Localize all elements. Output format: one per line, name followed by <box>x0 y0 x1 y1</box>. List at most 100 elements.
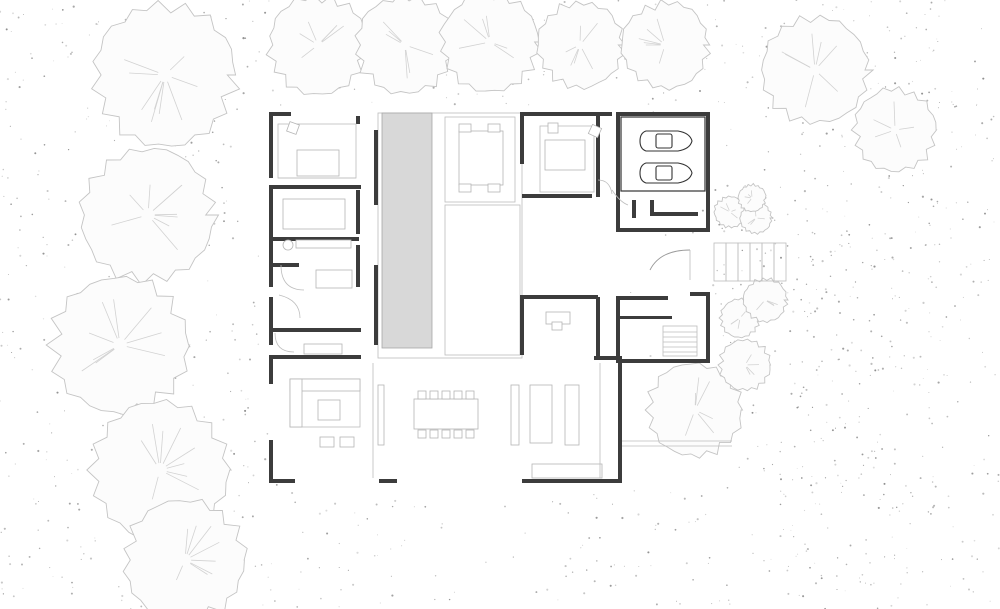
gravel-speck <box>841 393 843 395</box>
gravel-speck <box>949 228 951 230</box>
gravel-speck <box>623 565 625 567</box>
gravel-speck <box>932 49 935 52</box>
gravel-speck <box>931 422 933 425</box>
gravel-speck <box>830 348 833 351</box>
gravel-speck <box>834 294 836 296</box>
garage-wall-east <box>706 112 710 230</box>
gravel-speck <box>795 555 797 557</box>
gravel-speck <box>16 197 18 200</box>
gravel-speck <box>67 148 70 151</box>
gravel-speck <box>860 349 863 352</box>
gravel-speck <box>758 55 760 57</box>
gravel-speck <box>723 273 725 275</box>
gravel-speck <box>911 495 914 497</box>
gravel-speck <box>801 361 803 363</box>
gravel-speck <box>919 477 922 480</box>
gravel-speck <box>975 104 978 107</box>
gravel-speck <box>876 249 878 252</box>
gravel-speck <box>902 184 904 187</box>
gravel-speck <box>951 558 954 560</box>
gravel-speck <box>883 482 886 485</box>
gravel-speck <box>655 603 658 606</box>
gravel-speck <box>850 341 853 344</box>
gravel-speck <box>983 259 985 261</box>
gravel-speck <box>928 406 930 409</box>
gravel-speck <box>647 103 650 105</box>
gravel-speck <box>786 245 789 247</box>
gravel-speck <box>227 372 229 375</box>
gravel-speck <box>779 473 781 475</box>
gravel-speck <box>71 239 74 241</box>
gravel-speck <box>726 184 729 187</box>
gravel-speck <box>932 506 935 509</box>
tree-canopy <box>354 0 457 95</box>
gravel-speck <box>270 563 272 565</box>
gravel-speck <box>559 502 562 505</box>
gravel-speck <box>701 209 704 212</box>
gravel-speck <box>982 571 984 573</box>
gravel-speck <box>720 303 722 305</box>
gravel-speck <box>848 364 851 367</box>
gravel-speck <box>88 34 90 36</box>
gravel-speck <box>391 505 394 508</box>
gravel-speck <box>928 392 930 393</box>
gravel-speck <box>0 298 2 301</box>
gravel-speck <box>811 406 814 409</box>
gravel-speck <box>793 536 795 538</box>
gravel-speck <box>89 557 93 560</box>
tree-canopy <box>78 147 220 286</box>
gravel-speck <box>726 486 729 489</box>
gravel-speck <box>755 248 759 251</box>
gravel-speck <box>971 472 974 475</box>
gravel-speck <box>257 343 260 346</box>
gravel-speck <box>932 205 935 208</box>
wall-south-1 <box>269 479 295 483</box>
gravel-speck <box>54 485 57 487</box>
gravel-speck <box>53 60 55 62</box>
gravel-speck <box>37 174 39 176</box>
gravel-speck <box>780 490 782 492</box>
gravel-speck <box>694 521 696 523</box>
gravel-speck <box>502 95 504 97</box>
gravel-speck <box>873 265 876 268</box>
tree-canopy <box>850 85 938 173</box>
gravel-speck <box>118 586 120 588</box>
gravel-speck <box>937 40 939 43</box>
gravel-speck <box>721 227 723 230</box>
garage-wall-north <box>616 112 710 116</box>
wall-bath-top <box>269 237 359 241</box>
gravel-speck <box>806 220 809 222</box>
gravel-speck <box>767 107 770 109</box>
gravel-speck <box>36 411 39 413</box>
gravel-speck <box>557 599 559 601</box>
gravel-speck <box>221 186 223 189</box>
gravel-speck <box>542 74 545 76</box>
garage-wall-west <box>616 112 620 230</box>
gravel-speck <box>353 88 356 90</box>
gravel-speck <box>9 563 12 566</box>
gravel-speck <box>800 298 802 301</box>
gravel-speck <box>706 4 709 6</box>
gravel-speck <box>827 527 829 529</box>
wall-bedroom1-south <box>269 185 361 189</box>
gravel-speck <box>232 323 235 326</box>
gravel-speck <box>243 465 245 467</box>
gravel-speck <box>988 435 990 437</box>
gravel-speck <box>901 270 904 272</box>
gravel-speck <box>28 555 31 558</box>
gravel-speck <box>816 307 819 310</box>
gravel-speck <box>905 12 908 15</box>
gravel-speck <box>291 491 294 495</box>
gravel-speck <box>789 363 791 365</box>
gravel-speck <box>609 584 612 587</box>
gravel-speck <box>877 369 880 371</box>
tree-canopy <box>438 0 543 92</box>
tree-canopy <box>737 182 768 213</box>
gravel-speck <box>663 92 665 94</box>
gravel-speck <box>934 244 936 246</box>
gravel-speck <box>938 102 940 104</box>
gravel-speck <box>868 224 871 226</box>
gravel-speck <box>807 414 810 416</box>
wall-living-stub <box>269 357 273 384</box>
gravel-speck <box>792 310 795 313</box>
